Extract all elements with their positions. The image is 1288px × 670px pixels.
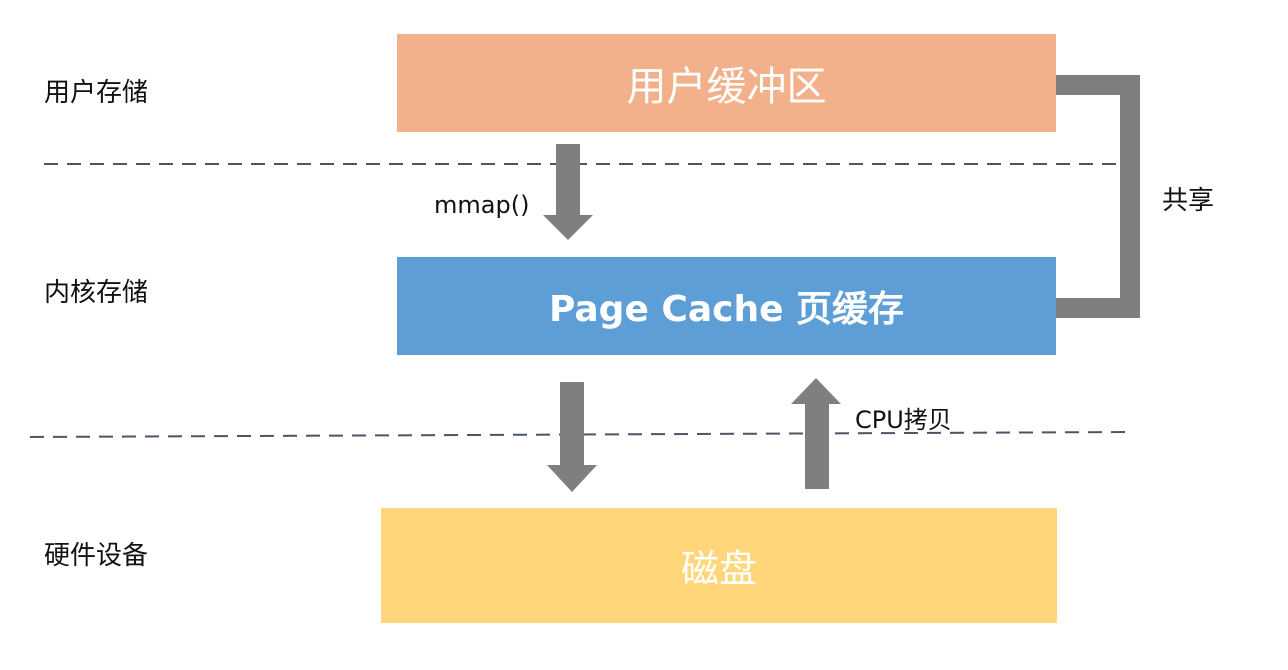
share-label: 共享 <box>1162 186 1215 216</box>
layer-label-user-storage: 用户存储 <box>44 78 149 108</box>
page-cache-label: Page Cache 页缓存 <box>548 289 905 330</box>
share-bracket <box>1056 75 1140 318</box>
write-down-arrow-icon <box>547 382 597 492</box>
cpu-copy-label: CPU拷贝 <box>855 406 952 434</box>
user-buffer-label: 用户缓冲区 <box>626 64 827 110</box>
layer-label-kernel-storage: 内核存储 <box>44 278 149 308</box>
mmap-label: mmap() <box>434 191 530 219</box>
mmap-arrow-icon <box>543 144 593 240</box>
disk-box: 磁盘 <box>381 508 1057 623</box>
page-cache-box: Page Cache 页缓存 <box>397 257 1056 355</box>
user-buffer-box: 用户缓冲区 <box>397 34 1056 132</box>
cpu-copy-arrow-icon <box>791 378 841 489</box>
layer-label-hardware: 硬件设备 <box>44 541 149 571</box>
disk-label: 磁盘 <box>680 547 757 591</box>
